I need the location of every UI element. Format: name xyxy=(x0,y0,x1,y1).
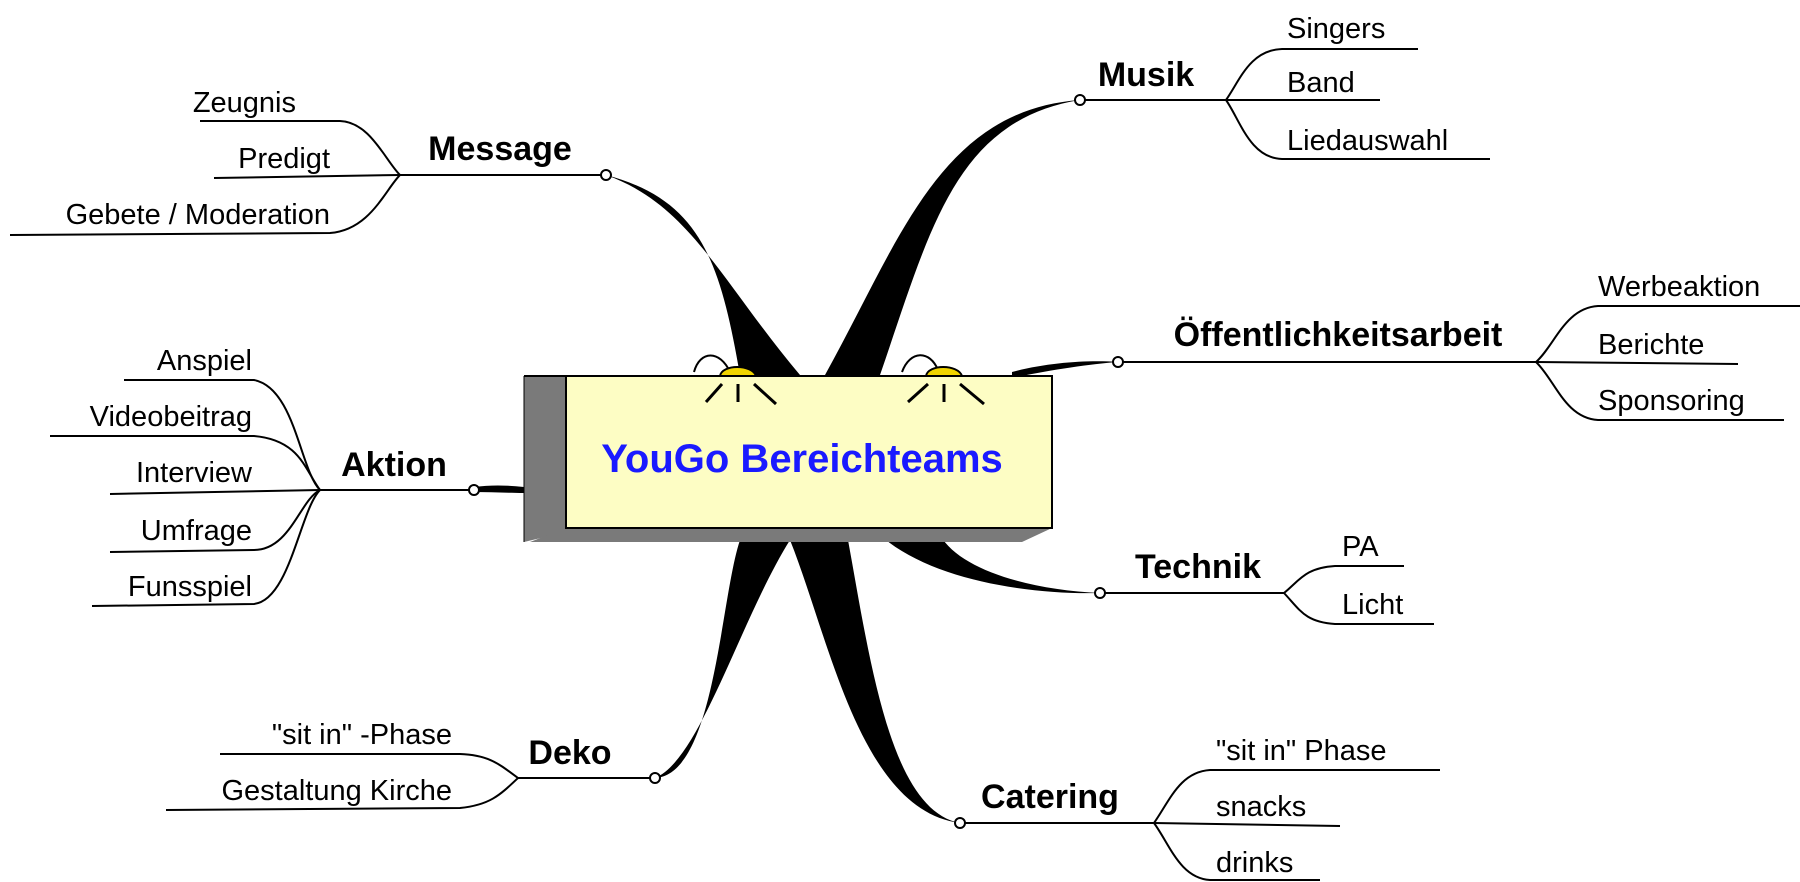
branch-label-message[interactable]: Message xyxy=(428,130,572,168)
main-connectors xyxy=(474,100,1118,823)
connector-message xyxy=(606,175,800,375)
branch-message: Message Zeugnis Predigt Gebete / Moderat… xyxy=(66,87,572,231)
leaf-gebete-moderation[interactable]: Gebete / Moderation xyxy=(66,199,330,231)
leaf-pa[interactable]: PA xyxy=(1342,531,1379,563)
leaf-interview[interactable]: Interview xyxy=(136,457,253,489)
branch-label-catering[interactable]: Catering xyxy=(981,778,1119,816)
light-bulb-icon xyxy=(693,354,778,406)
connector-deko xyxy=(655,540,790,778)
leaf-gestaltung-kirche[interactable]: Gestaltung Kirche xyxy=(221,775,452,807)
leaf-liedauswahl[interactable]: Liedauswahl xyxy=(1287,125,1448,157)
branch-label-oeffentlichkeitsarbeit[interactable]: Öffentlichkeitsarbeit xyxy=(1174,316,1503,354)
central-topic-title: YouGo Bereichteams xyxy=(601,437,1003,481)
leaf-zeugnis[interactable]: Zeugnis xyxy=(193,87,296,119)
leaf-umfrage[interactable]: Umfrage xyxy=(141,515,252,547)
leaf-band[interactable]: Band xyxy=(1287,67,1355,99)
leaf-drinks[interactable]: drinks xyxy=(1216,847,1293,879)
light-bulb-icon xyxy=(901,354,985,406)
branch-musik: Musik Singers Band Liedauswahl xyxy=(1098,13,1448,157)
leaf-snacks[interactable]: snacks xyxy=(1216,791,1306,823)
branch-oeffentlichkeitsarbeit: Öffentlichkeitsarbeit Werbeaktion Berich… xyxy=(1174,271,1761,417)
connector-oeffentlichkeitsarbeit xyxy=(1012,361,1118,378)
branch-aktion: Aktion Anspiel Videobeitrag Interview Um… xyxy=(90,345,447,603)
central-topic[interactable]: YouGo Bereichteams xyxy=(523,354,1053,542)
branch-technik: Technik PA Licht xyxy=(1135,531,1403,621)
connector-technik xyxy=(880,535,1100,594)
leaf-sit-in-phase-catering[interactable]: "sit in" Phase xyxy=(1216,735,1387,767)
connector-aktion xyxy=(474,485,524,493)
branch-label-deko[interactable]: Deko xyxy=(528,734,611,772)
leaf-sponsoring[interactable]: Sponsoring xyxy=(1598,385,1745,417)
leaf-videobeitrag[interactable]: Videobeitrag xyxy=(90,401,252,433)
branch-catering: Catering "sit in" Phase snacks drinks xyxy=(981,735,1386,879)
leaf-singers[interactable]: Singers xyxy=(1287,13,1385,45)
leaf-berichte[interactable]: Berichte xyxy=(1598,329,1704,361)
branch-lines xyxy=(9,48,1800,881)
connector-catering xyxy=(790,540,960,823)
central-box-front xyxy=(565,375,1053,529)
leaf-predigt[interactable]: Predigt xyxy=(238,143,330,175)
branch-deko: Deko "sit in" -Phase Gestaltung Kirche xyxy=(221,719,611,807)
branch-label-musik[interactable]: Musik xyxy=(1098,56,1194,94)
branch-label-aktion[interactable]: Aktion xyxy=(341,446,447,484)
leaf-licht[interactable]: Licht xyxy=(1342,589,1403,621)
branch-label-technik[interactable]: Technik xyxy=(1135,548,1261,586)
connector-musik xyxy=(825,100,1080,375)
leaf-funsspiel[interactable]: Funsspiel xyxy=(128,571,252,603)
central-box-bottom-face xyxy=(530,528,1052,542)
central-box-left-face xyxy=(524,376,566,542)
leaf-sit-in-phase-deko[interactable]: "sit in" -Phase xyxy=(272,719,452,751)
leaf-anspiel[interactable]: Anspiel xyxy=(157,345,252,377)
leaf-werbeaktion[interactable]: Werbeaktion xyxy=(1598,271,1760,303)
